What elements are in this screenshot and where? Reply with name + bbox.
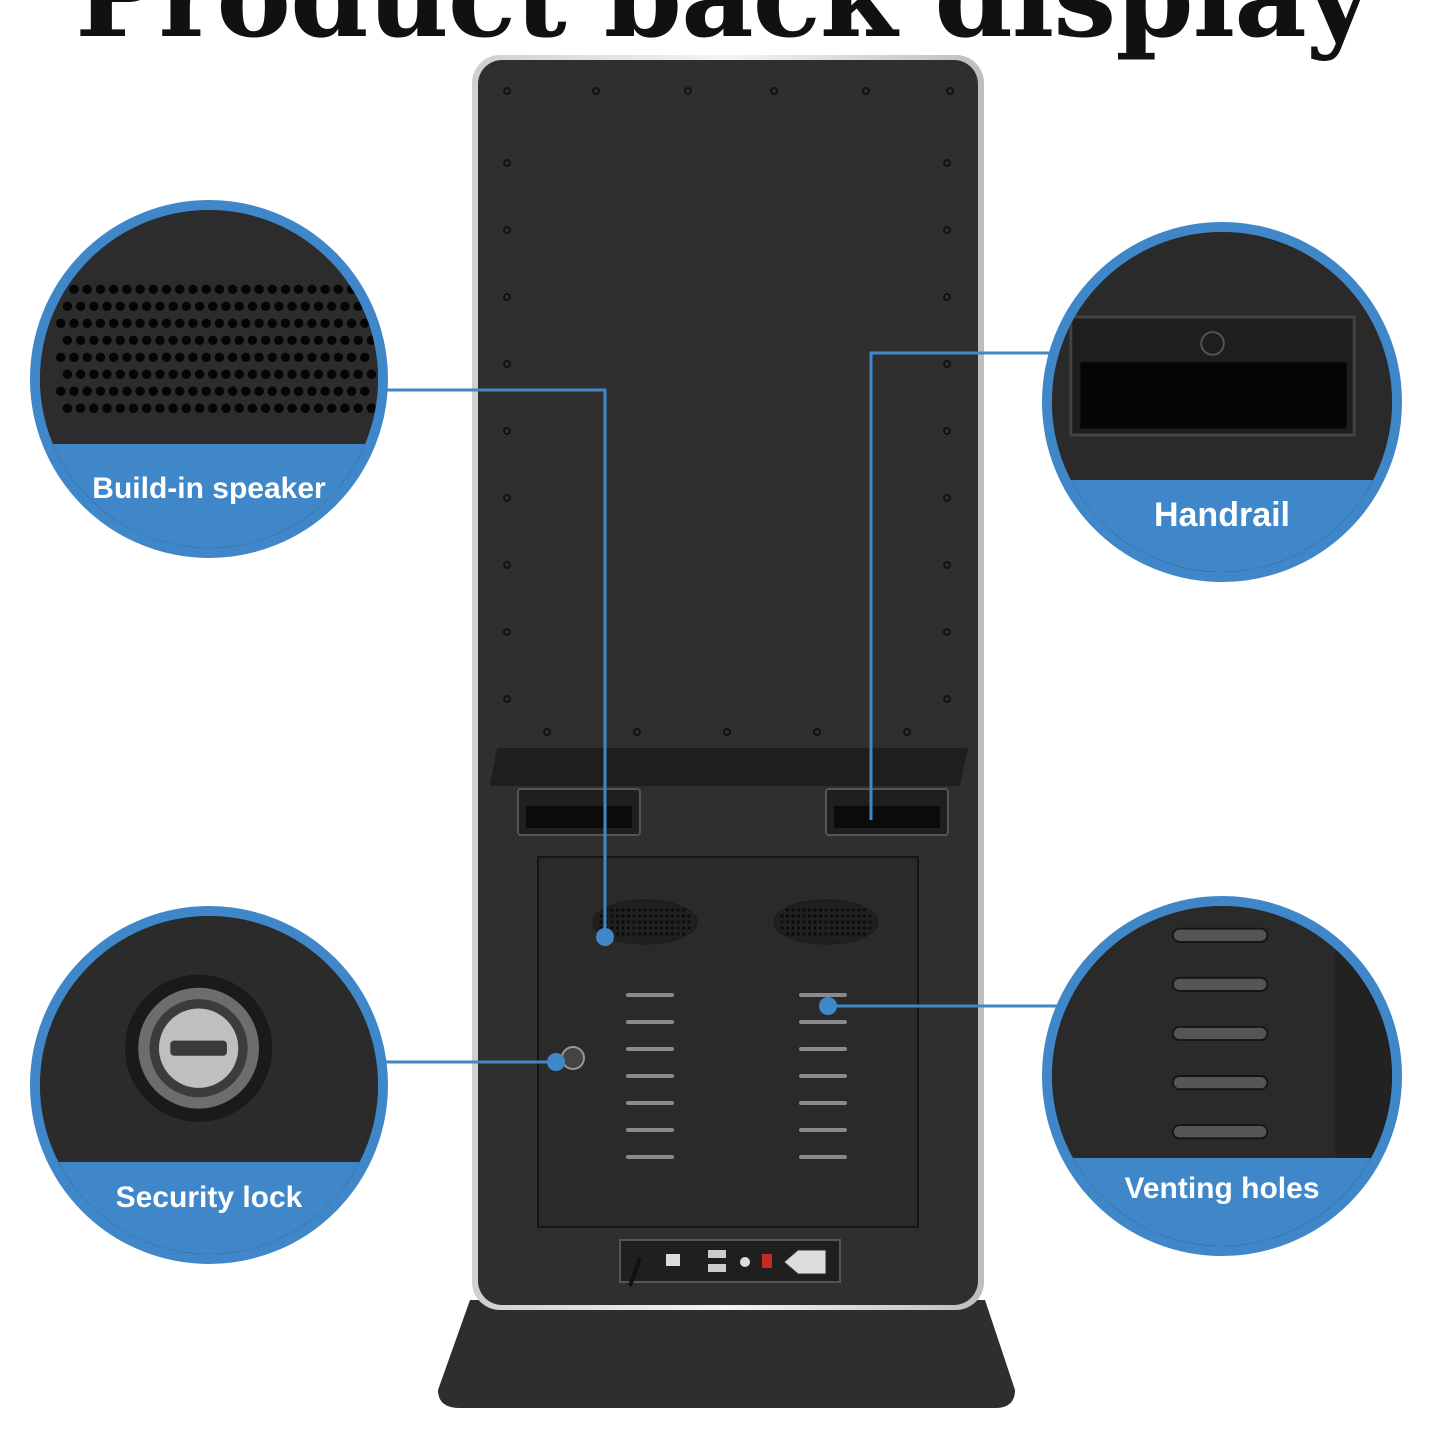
base-stand <box>438 1300 1015 1408</box>
speaker-callout-label: Build-in speaker <box>40 444 378 548</box>
usb-port-1 <box>708 1250 726 1258</box>
page-title: Product back display <box>0 0 1445 54</box>
lock-keyhole <box>561 1046 585 1070</box>
callout-lines <box>384 351 1060 1064</box>
vents-callout-label: Venting holes <box>1052 1158 1392 1246</box>
power-switch <box>762 1254 772 1268</box>
antenna <box>628 1257 642 1287</box>
lock-callout: Security lock <box>30 906 388 1264</box>
power-socket <box>783 1249 827 1275</box>
handle-right <box>825 788 949 836</box>
vents-callout: Venting holes <box>1042 896 1402 1256</box>
audio-port <box>740 1257 750 1267</box>
handle-left <box>517 788 641 836</box>
usb-port-2 <box>708 1264 726 1272</box>
callout-dots <box>547 928 837 1071</box>
handrail-callout: Handrail <box>1042 222 1402 582</box>
lan-port <box>666 1254 680 1266</box>
handrail-callout-label: Handrail <box>1052 480 1392 572</box>
shelf <box>490 748 968 786</box>
lock-callout-label: Security lock <box>40 1162 378 1254</box>
speaker-callout: Build-in speaker <box>30 200 388 558</box>
